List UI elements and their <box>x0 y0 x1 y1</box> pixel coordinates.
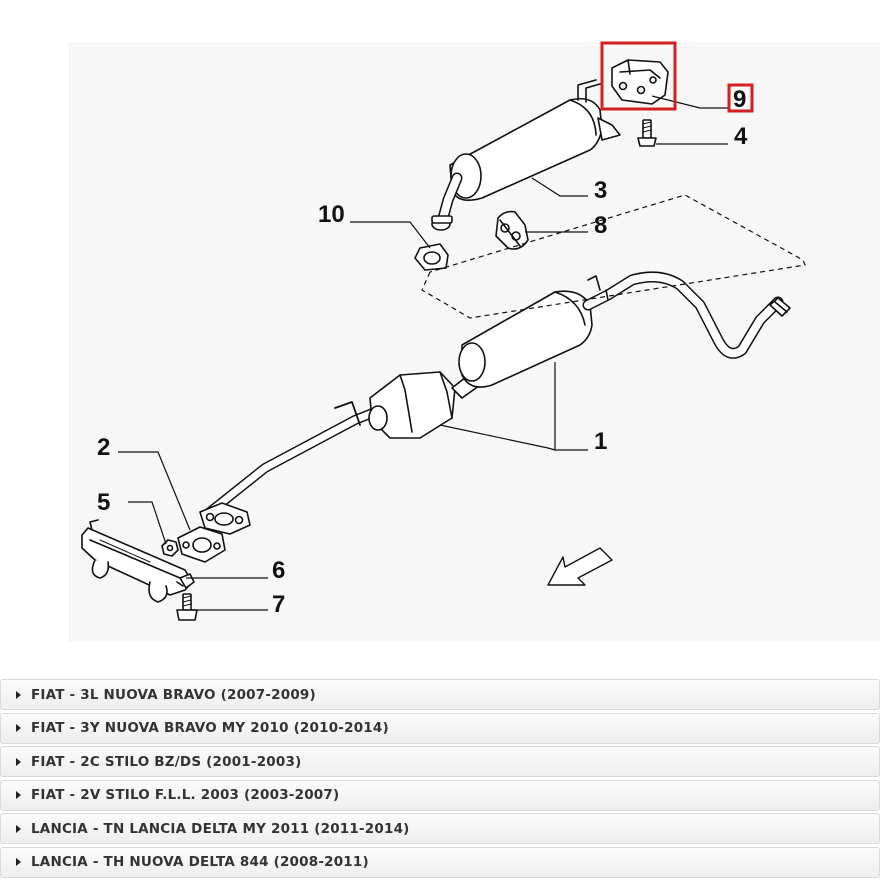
callout-2: 2 <box>97 434 110 461</box>
part-9-bracket[interactable] <box>611 59 669 105</box>
callout-3: 3 <box>594 177 607 204</box>
callout-8: 8 <box>594 212 607 239</box>
leader-lines <box>118 95 728 611</box>
callout-9-highlight-box <box>727 83 754 113</box>
application-label: FIAT - 2V STILO F.L.L. 2003 (2003-2007) <box>31 787 340 804</box>
application-label: LANCIA - TN LANCIA DELTA MY 2011 (2011-2… <box>31 820 410 837</box>
dashed-group-outline <box>421 194 806 319</box>
callout-5: 5 <box>97 489 110 516</box>
direction-arrow-icon <box>547 547 613 586</box>
callout-6: 6 <box>272 557 285 584</box>
exhaust-parts-diagram: 1 2 3 4 5 6 7 8 9 10 <box>81 41 806 621</box>
application-row-stilo-fll[interactable]: FIAT - 2V STILO F.L.L. 2003 (2003-2007) <box>0 779 880 811</box>
part-7-screw[interactable] <box>176 593 198 621</box>
application-row-nuova-delta-844[interactable]: LANCIA - TH NUOVA DELTA 844 (2008-2011) <box>0 846 880 878</box>
part-1-exhaust-pipe-assembly[interactable] <box>199 271 791 535</box>
part-8-rubber-mount[interactable] <box>495 210 529 250</box>
diagram-drawing: 1 2 3 4 5 6 7 8 9 10 <box>81 41 806 621</box>
part-9-highlight-box <box>600 41 677 111</box>
vehicle-application-list: FIAT - 3L NUOVA BRAVO (2007-2009) FIAT -… <box>0 679 880 881</box>
expand-triangle-icon <box>16 757 21 766</box>
part-10-gasket[interactable] <box>414 243 449 271</box>
expand-triangle-icon <box>16 791 21 800</box>
callout-10: 10 <box>318 201 345 228</box>
front-heat-shield[interactable] <box>81 519 193 603</box>
callout-1: 1 <box>594 428 607 455</box>
application-label: FIAT - 3Y NUOVA BRAVO MY 2010 (2010-2014… <box>31 720 389 737</box>
application-row-nuova-bravo-my2010[interactable]: FIAT - 3Y NUOVA BRAVO MY 2010 (2010-2014… <box>0 712 880 744</box>
application-row-stilo[interactable]: FIAT - 2C STILO BZ/DS (2001-2003) <box>0 746 880 778</box>
application-row-delta-my2011[interactable]: LANCIA - TN LANCIA DELTA MY 2011 (2011-2… <box>0 813 880 845</box>
callout-9: 9 <box>733 86 746 113</box>
application-label: LANCIA - TH NUOVA DELTA 844 (2008-2011) <box>31 854 369 871</box>
expand-triangle-icon <box>16 858 21 867</box>
callout-7: 7 <box>272 591 285 618</box>
callout-4: 4 <box>734 123 748 150</box>
expand-triangle-icon <box>16 690 21 699</box>
part-3-rear-silencer[interactable] <box>431 79 621 231</box>
application-row-nuova-bravo[interactable]: FIAT - 3L NUOVA BRAVO (2007-2009) <box>0 679 880 710</box>
expand-triangle-icon <box>16 824 21 833</box>
expand-triangle-icon <box>16 724 21 733</box>
application-label: FIAT - 3L NUOVA BRAVO (2007-2009) <box>31 686 316 703</box>
part-2-front-gasket[interactable] <box>177 526 226 563</box>
application-label: FIAT - 2C STILO BZ/DS (2001-2003) <box>31 753 302 770</box>
part-4-bolt[interactable] <box>637 119 657 147</box>
